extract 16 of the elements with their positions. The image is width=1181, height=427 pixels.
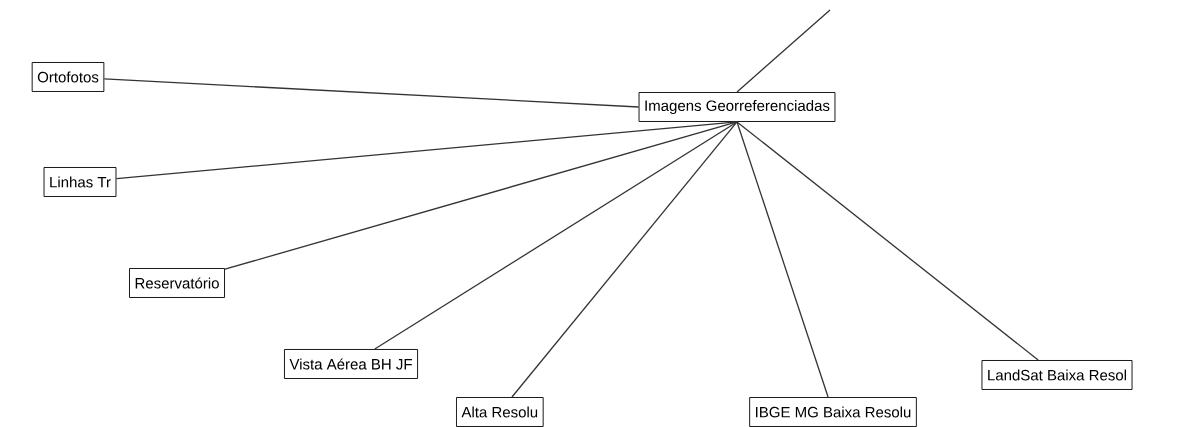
- label-box: Linhas Tr: [43, 167, 117, 197]
- connector-line: [374, 121, 738, 350]
- connector-line: [103, 78, 640, 108]
- label-box: Ortofotos: [31, 62, 105, 92]
- label-box: Vista Aérea BH JF: [284, 349, 418, 379]
- label-box: LandSat Baixa Resol: [981, 360, 1133, 390]
- connector-line: [736, 9, 831, 93]
- connector-line: [736, 121, 829, 398]
- connector-line: [511, 121, 738, 398]
- connector-line: [115, 121, 738, 180]
- connector-line: [736, 121, 1039, 361]
- label-box: Alta Resolu: [456, 397, 544, 427]
- label-box: IBGE MG Baixa Resolu: [749, 397, 917, 427]
- label-box: Imagens Georreferenciadas: [638, 92, 836, 122]
- label-box: Reservatório: [129, 268, 225, 298]
- connector-line: [224, 121, 738, 270]
